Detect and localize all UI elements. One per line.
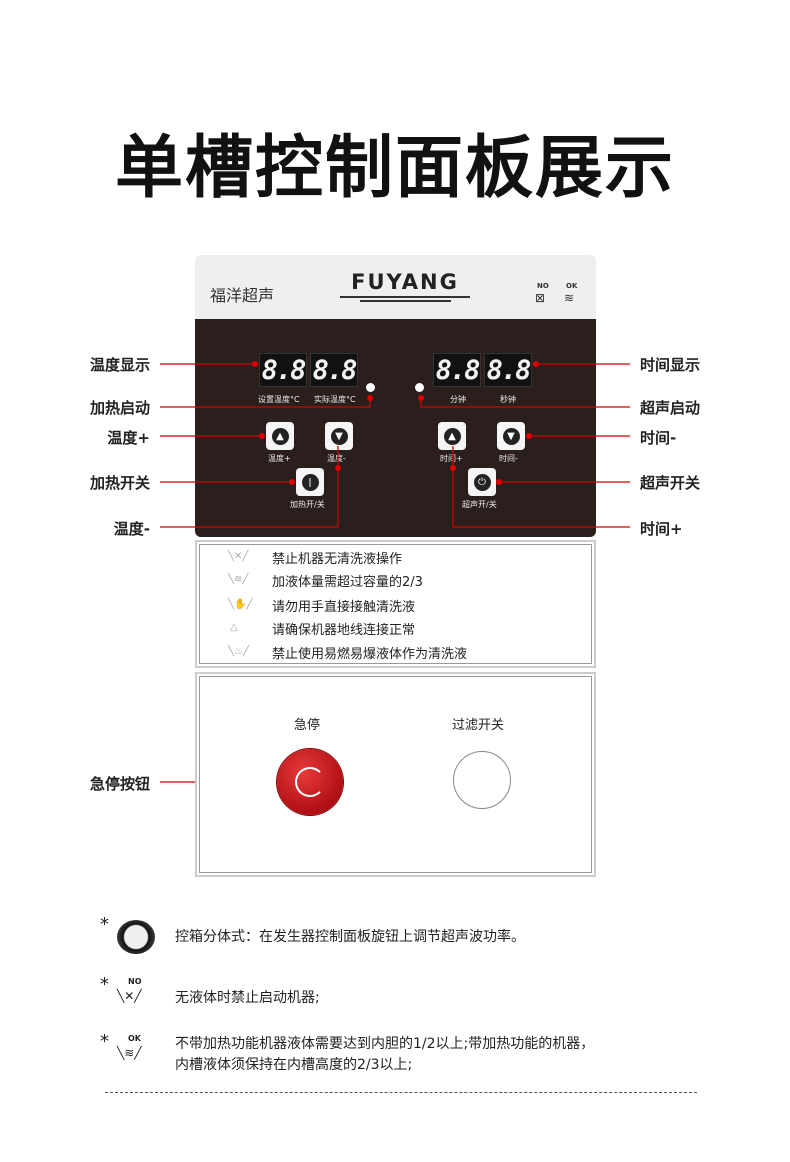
heat-switch-button[interactable]: ǀ [296,468,324,496]
warnings-box [195,540,596,668]
temp-up-button[interactable]: ▲ [266,422,294,450]
set-temp-label: 设置温度°C [258,395,300,404]
lower-panel [195,672,596,877]
callout-temp-down: 温度- [113,520,150,538]
estop-label: 急停 [294,718,321,733]
warning-item: 加液体量需超过容量的2/3 [272,575,423,590]
no-liquid-icon: ╲✕╱ [117,989,142,1003]
time-down-label: 时间- [499,454,518,463]
no-text: NO [537,282,549,290]
arrow-up-icon: ▲ [443,427,461,445]
flammable-icon: ╲♨╱ [228,646,250,657]
time-down-button[interactable]: ▼ [497,422,525,450]
divider [105,1092,697,1093]
ground-icon: △ [230,622,238,633]
temp-down-button[interactable]: ▼ [325,422,353,450]
logo-text: FUYANG [351,270,459,294]
rotate-icon [295,767,325,797]
no-hand-icon: ╲✋╱ [228,599,253,610]
heat-switch-label: 加热开/关 [290,500,325,509]
seconds-label: 秒钟 [500,395,516,404]
page-title: 单槽控制面板展示 [114,129,675,208]
callout-time-down: 时间- [640,429,677,447]
no-liquid-warning-icon: ╲✕╱ [228,551,249,562]
heat-indicator-led [366,383,375,392]
temp-down-label: 温度- [327,454,346,463]
knob-icon [117,920,155,954]
callout-time-up: 时间+ [640,520,683,538]
callout-heat-start: 加热启动 [89,399,150,417]
callout-ultrasonic-start: 超声启动 [640,399,701,417]
note-star: * [100,974,109,995]
seconds-display: 8.8 [484,353,532,387]
set-temp-display: 8.8 [259,353,307,387]
arrow-up-icon: ▲ [271,427,289,445]
filter-switch-button[interactable] [453,751,511,809]
note-star: * [100,1031,109,1052]
arrow-down-icon: ▼ [502,427,520,445]
note-star: * [100,914,109,935]
minutes-label: 分钟 [450,395,466,404]
warning-item: 禁止使用易燃易爆液体作为清洗液 [272,647,468,662]
temp-up-label: 温度+ [268,454,291,463]
fuyang-logo: FUYANG [340,270,470,304]
power-icon: ⏻ [473,473,491,491]
warning-item: 请确保机器地线连接正常 [272,623,416,638]
callout-temp-display: 温度显示 [89,356,150,374]
callout-estop: 急停按钮 [89,775,150,793]
note-text: 控箱分体式：在发生器控制面板旋钮上调节超声波功率。 [175,929,525,945]
ultrasonic-switch-button[interactable]: ⏻ [468,468,496,496]
ok-liquid-icon: ╲≋╱ [117,1046,142,1060]
ultrasonic-switch-label: 超声开/关 [462,500,497,509]
ok-liquid-icon: ≋ [564,291,575,305]
ok-icon-text: OK [128,1034,141,1043]
actual-temp-label: 实际温度°C [314,395,356,404]
arrow-down-icon: ▼ [330,427,348,445]
warning-item: 禁止机器无清洗液操作 [272,552,403,567]
callout-ultrasonic-switch: 超声开关 [640,474,701,492]
note-text: 不带加热功能机器液体需要达到内胆的1/2以上;带加热功能的机器，内槽液体须保持在… [175,1036,595,1073]
no-icon-text: NO [128,977,142,986]
callout-heat-switch: 加热开关 [89,474,150,492]
thermometer-icon: ǀ [301,473,319,491]
ultrasonic-indicator-led [415,383,424,392]
actual-temp-display: 8.8 [310,353,358,387]
no-liquid-icon: ⊠ [535,291,546,305]
ok-text: OK [566,282,578,290]
time-up-label: 时间+ [440,454,463,463]
note-text: 无液体时禁止启动机器; [175,990,320,1006]
callout-time-display: 时间显示 [640,356,701,374]
warning-item: 请勿用手直接接触清洗液 [272,600,416,615]
brand-name: 福洋超声 [210,286,275,305]
emergency-stop-button[interactable] [277,749,343,815]
filter-switch-label: 过滤开关 [452,718,505,733]
minutes-display: 8.8 [433,353,481,387]
callout-temp-up: 温度+ [107,429,150,447]
time-up-button[interactable]: ▲ [438,422,466,450]
panel-header [195,255,596,319]
liquid-level-icon: ╲≋╱ [228,574,249,585]
